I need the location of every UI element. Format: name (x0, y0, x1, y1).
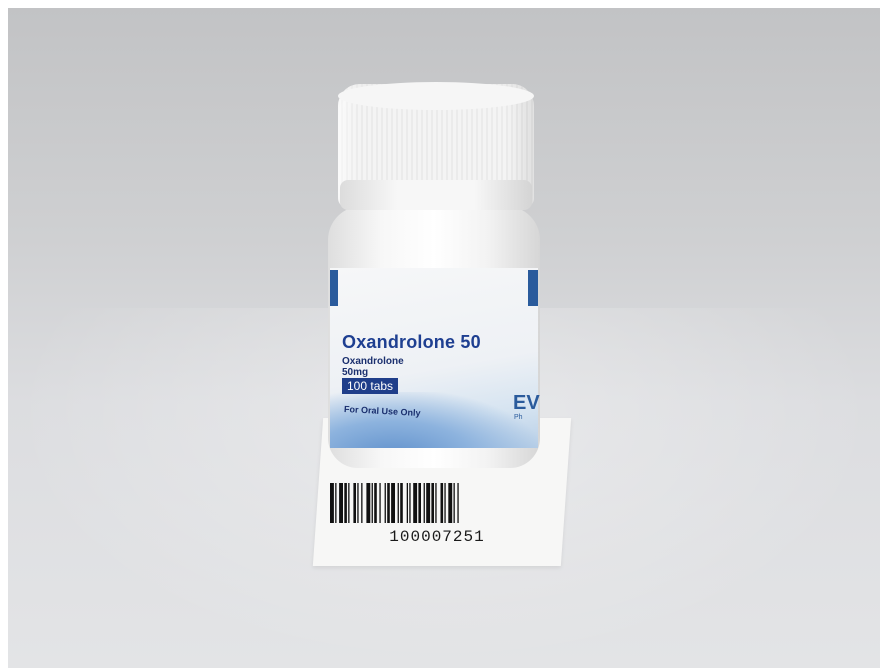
brand-logo-fragment: EV (513, 392, 540, 414)
label-stripe-left (330, 270, 338, 306)
product-substance: Oxandrolone (342, 356, 404, 367)
cap-ring (340, 180, 532, 210)
product-name: Oxandrolone 50 (342, 332, 481, 352)
barcode-number: 100007251 (389, 528, 485, 546)
product-dose: 50mg (342, 367, 369, 378)
cap-top (338, 82, 534, 110)
label-stripe-right (528, 270, 538, 306)
label-wave (330, 392, 538, 448)
barcode-bars (330, 483, 459, 523)
brand-sub-fragment: Ph (514, 414, 523, 421)
tab-count-badge: 100 tabs (342, 378, 399, 394)
